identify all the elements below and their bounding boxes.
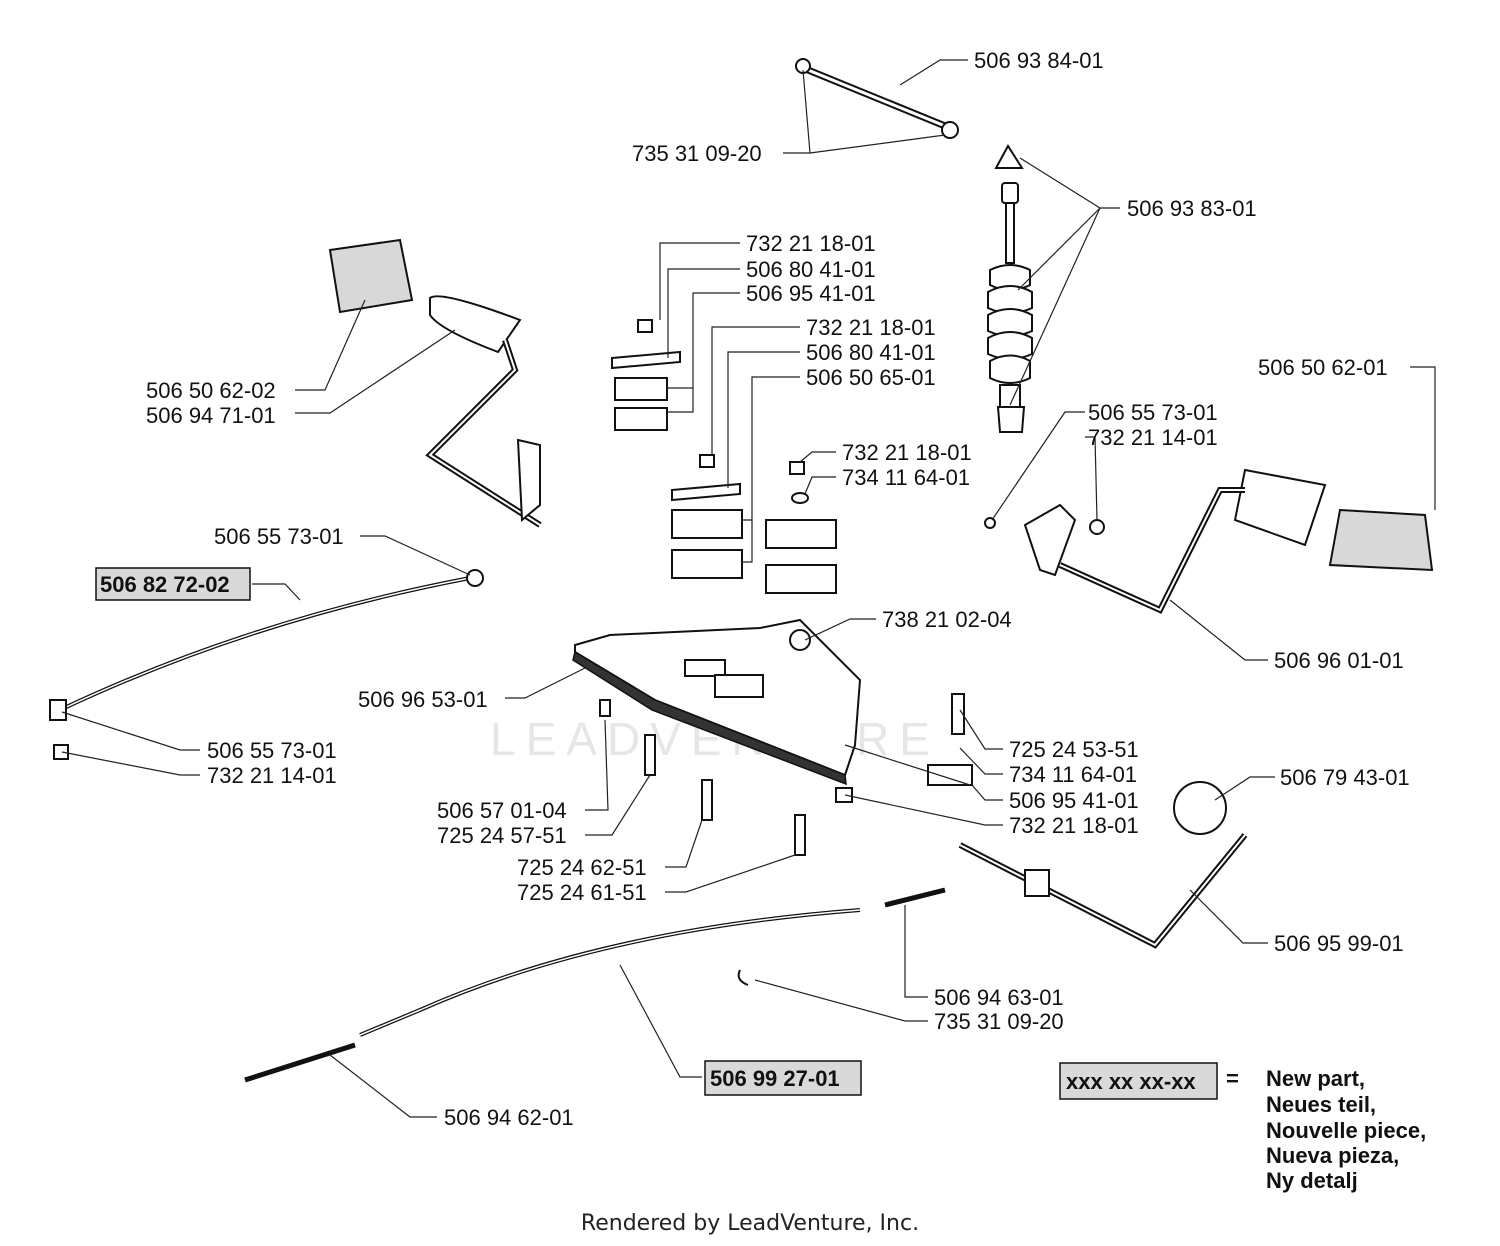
part-label: 506 55 73-01	[214, 524, 344, 549]
bracket-stack-center	[671, 454, 837, 594]
legend-line: Neues teil,	[1266, 1092, 1376, 1117]
part-label: 506 50 65-01	[806, 365, 936, 390]
part-label: 506 55 73-01	[207, 738, 337, 763]
part-label: 506 50 62-02	[146, 378, 276, 403]
footer-credit: Rendered by LeadVenture, Inc.	[581, 1211, 919, 1236]
part-number-labels: 506 93 84-01 735 31 09-20 506 93 83-01 7…	[95, 48, 1410, 1130]
part-label: 732 21 14-01	[1088, 425, 1218, 450]
top-pin-assembly	[795, 58, 959, 139]
part-label: 506 93 84-01	[974, 48, 1104, 73]
part-label: 506 99 27-01	[710, 1066, 840, 1091]
legend-equals: =	[1226, 1066, 1239, 1091]
part-label: 506 57 01-04	[437, 798, 567, 823]
base-plate	[572, 618, 862, 786]
part-label: 732 21 18-01	[746, 231, 876, 256]
part-label: 506 93 83-01	[1127, 196, 1257, 221]
cable-upper	[49, 569, 484, 760]
part-label: 506 96 01-01	[1274, 648, 1404, 673]
part-label: 725 24 57-51	[437, 823, 567, 848]
part-label: 732 21 18-01	[806, 315, 936, 340]
leader-lines	[61, 59, 1436, 1118]
part-label: 734 11 64-01	[1009, 762, 1137, 787]
new-part-label-box: 506 82 72-02	[95, 567, 251, 601]
part-label: 738 21 02-04	[882, 607, 1012, 632]
legend: xxx xx xx-xx = New part, Neues teil, Nou…	[1059, 1062, 1426, 1193]
part-label: 506 94 63-01	[934, 985, 1064, 1010]
part-label: 506 80 41-01	[806, 340, 936, 365]
shift-rod-with-knob	[958, 781, 1248, 949]
part-label: 506 79 43-01	[1280, 765, 1410, 790]
part-label: 735 31 09-20	[632, 141, 762, 166]
new-part-label-box: 506 99 27-01	[704, 1060, 862, 1096]
right-pedal	[984, 468, 1434, 614]
part-label: 506 50 62-01	[1258, 355, 1388, 380]
legend-line: Nouvelle piece,	[1266, 1118, 1426, 1143]
part-label: 506 80 41-01	[746, 257, 876, 282]
part-label: 725 24 61-51	[517, 880, 647, 905]
part-label: 732 21 18-01	[842, 440, 972, 465]
part-label: 506 95 41-01	[1009, 788, 1139, 813]
part-label: 506 82 72-02	[100, 572, 230, 597]
part-label: 725 24 53-51	[1009, 737, 1139, 762]
part-label: 725 24 62-51	[517, 855, 647, 880]
part-label: 506 94 71-01	[146, 403, 276, 428]
shock-absorber	[987, 144, 1033, 433]
part-label: 506 96 53-01	[358, 687, 488, 712]
part-label: 732 21 18-01	[1009, 813, 1139, 838]
part-label: 734 11 64-01	[842, 465, 970, 490]
part-label: 506 95 99-01	[1274, 931, 1404, 956]
left-pedal-pad	[328, 238, 542, 528]
part-label: 506 94 62-01	[444, 1105, 574, 1130]
part-label: 735 31 09-20	[934, 1009, 1064, 1034]
part-label: 506 95 41-01	[746, 281, 876, 306]
legend-sample: xxx xx xx-xx	[1066, 1069, 1196, 1094]
legend-line: Ny detalj	[1266, 1168, 1358, 1193]
part-label: 732 21 14-01	[207, 763, 337, 788]
bracket-stack-left	[611, 319, 681, 431]
cable-lower	[244, 887, 946, 1083]
legend-line: Nueva pieza,	[1266, 1143, 1399, 1168]
part-label: 506 55 73-01	[1088, 400, 1218, 425]
legend-line: New part,	[1266, 1066, 1365, 1091]
